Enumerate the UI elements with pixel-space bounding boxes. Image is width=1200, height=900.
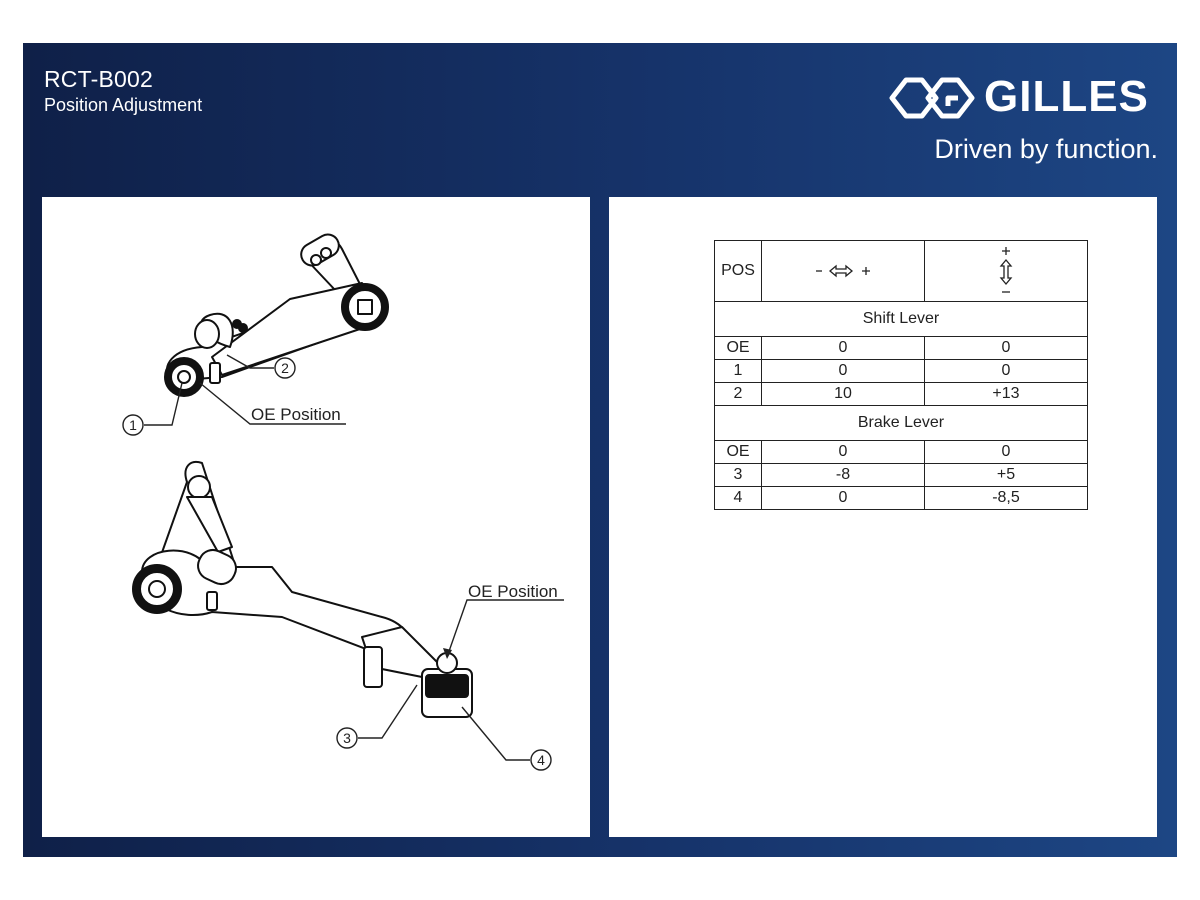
cell-horizontal: 10 <box>761 382 925 406</box>
section-title-shift: Shift Lever <box>714 301 1088 337</box>
brand-tagline: Driven by function. <box>934 134 1158 164</box>
cell-pos: OE <box>714 440 762 464</box>
pos-header: POS <box>714 240 762 302</box>
table-row: 1 0 0 <box>714 359 1088 383</box>
document-code: RCT-B002 <box>44 66 153 92</box>
cell-vertical: 0 <box>924 336 1088 360</box>
table-row: 4 0 -8,5 <box>714 486 1088 510</box>
callout-number-1: 1 <box>129 417 137 433</box>
horizontal-adjust-icon <box>816 264 870 278</box>
table-header-row: POS <box>714 240 1088 302</box>
cell-vertical: 0 <box>924 359 1088 383</box>
cell-pos: 2 <box>714 382 762 406</box>
callout-number-2: 2 <box>281 360 289 376</box>
vertical-header <box>924 240 1088 302</box>
lever-drawing: 1 2 3 4 OE Position OE Position <box>122 233 564 771</box>
shift-lever <box>164 233 389 397</box>
callout-number-3: 3 <box>343 730 351 746</box>
cell-vertical: -8,5 <box>924 486 1088 510</box>
cell-pos: 4 <box>714 486 762 510</box>
cell-vertical: +5 <box>924 463 1088 487</box>
table-panel: POS <box>609 197 1157 837</box>
vertical-adjust-icon <box>999 247 1013 293</box>
table-row: OE 0 0 <box>714 336 1088 360</box>
position-table: POS <box>714 240 1088 510</box>
cell-horizontal: 0 <box>761 359 925 383</box>
brand-name: GILLES <box>984 72 1149 121</box>
brake-oe-position-label: OE Position <box>468 582 558 601</box>
table-row: 2 10 +13 <box>714 382 1088 406</box>
callout-number-4: 4 <box>537 752 545 768</box>
cell-horizontal: 0 <box>761 440 925 464</box>
gilles-logo-icon <box>889 77 975 119</box>
horizontal-header <box>761 240 925 302</box>
section-row-brake: Brake Lever <box>714 405 1088 441</box>
cell-pos: 1 <box>714 359 762 383</box>
cell-horizontal: -8 <box>761 463 925 487</box>
cell-pos: OE <box>714 336 762 360</box>
table-row: 3 -8 +5 <box>714 463 1088 487</box>
section-title-brake: Brake Lever <box>714 405 1088 441</box>
table-row: OE 0 0 <box>714 440 1088 464</box>
brand-block: GILLES Driven by function. <box>888 72 1158 172</box>
document-title: Position Adjustment <box>44 95 203 115</box>
cell-vertical: +13 <box>924 382 1088 406</box>
cell-horizontal: 0 <box>761 486 925 510</box>
drawing-panel: 1 2 3 4 OE Position OE Position <box>42 197 590 837</box>
cell-horizontal: 0 <box>761 336 925 360</box>
cell-vertical: 0 <box>924 440 1088 464</box>
shift-oe-position-label: OE Position <box>251 405 341 424</box>
brake-lever <box>132 461 473 718</box>
cell-pos: 3 <box>714 463 762 487</box>
section-row-shift: Shift Lever <box>714 301 1088 337</box>
